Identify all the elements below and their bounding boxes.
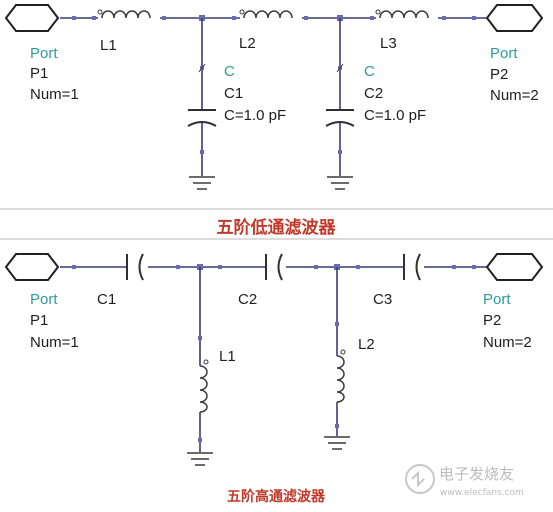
watermark: 电子发烧友 www.elecfans.com xyxy=(405,464,524,498)
high-pass-filter: Port P1 Num=1 C1 C2 C3 L1 L2 Port P2 Num… xyxy=(4,253,544,466)
hp-port1-symbol xyxy=(4,253,60,281)
lp-port2-num: Num=2 xyxy=(490,87,539,104)
lp-c2-name: C2 xyxy=(364,85,383,102)
hp-ground-2 xyxy=(324,436,350,450)
hp-capacitor-c1 xyxy=(126,253,144,281)
hp-port2-num: Num=2 xyxy=(483,334,532,351)
hp-capacitor-c2 xyxy=(265,253,283,281)
lp-port2-name: P2 xyxy=(490,66,508,83)
hp-l2-label: L2 xyxy=(358,336,375,353)
lp-port1-word: Port xyxy=(30,45,58,62)
hp-port1-name: P1 xyxy=(30,312,48,329)
lp-l1-label: L1 xyxy=(100,37,117,54)
hp-port1-num: Num=1 xyxy=(30,334,79,351)
low-pass-filter: Port P1 Num=1 L1 L2 L3 C C1 C=1.0 pF C C… xyxy=(4,4,544,190)
lp-port1-name: P1 xyxy=(30,65,48,82)
hp-capacitor-c3 xyxy=(403,253,421,281)
lp-ground-2 xyxy=(327,176,353,190)
hp-l1-label: L1 xyxy=(219,348,236,365)
lp-c1-value: C=1.0 pF xyxy=(224,107,286,124)
lp-pin-ticks xyxy=(72,16,476,20)
lp-l3-label: L3 xyxy=(380,35,397,52)
lp-port1-symbol xyxy=(4,4,60,32)
lp-capacitor-c1 xyxy=(187,18,217,176)
lp-inductor-l1 xyxy=(97,9,160,23)
hp-port1-word: Port xyxy=(30,291,58,308)
watermark-url: www.elecfans.com xyxy=(440,488,524,498)
lp-port1-num: Num=1 xyxy=(30,86,79,103)
lp-c1-type: C xyxy=(224,63,235,80)
high-pass-title: 五阶高通滤波器 xyxy=(227,488,326,505)
lp-capacitor-c2 xyxy=(325,18,355,176)
low-pass-title: 五阶低通滤波器 xyxy=(217,217,337,238)
lp-port2-symbol xyxy=(485,4,544,32)
hp-c2-label: C2 xyxy=(238,291,257,308)
watermark-text: 电子发烧友 xyxy=(439,465,514,483)
lp-c2-value: C=1.0 pF xyxy=(364,107,426,124)
section-divider-2 xyxy=(0,238,553,240)
hp-pin-ticks xyxy=(72,265,476,269)
hp-port2-word: Port xyxy=(483,291,511,308)
lp-inductor-l3 xyxy=(375,9,438,23)
hp-c1-label: C1 xyxy=(97,291,116,308)
hp-inductor-l1 xyxy=(194,267,214,452)
lp-inductor-l2 xyxy=(239,9,302,23)
lp-l2-label: L2 xyxy=(239,35,256,52)
watermark-logo-icon xyxy=(405,464,435,494)
section-divider xyxy=(0,208,553,210)
hp-c3-label: C3 xyxy=(373,291,392,308)
hp-inductor-l2 xyxy=(331,267,351,436)
lp-ground-1 xyxy=(189,176,215,190)
hp-port2-symbol xyxy=(485,253,544,281)
hp-port2-name: P2 xyxy=(483,312,501,329)
lp-c2-type: C xyxy=(364,63,375,80)
hp-ground-1 xyxy=(187,452,213,466)
lp-port2-word: Port xyxy=(490,45,518,62)
lp-c1-name: C1 xyxy=(224,85,243,102)
